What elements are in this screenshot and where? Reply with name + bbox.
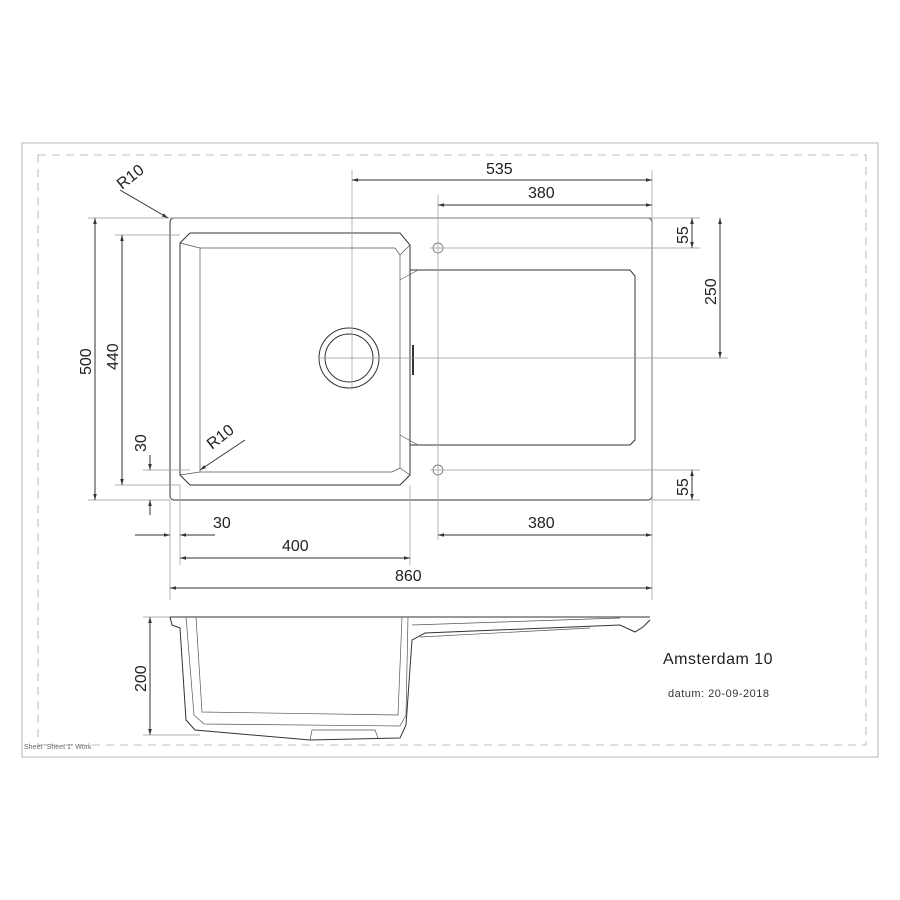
dim-380-top: 380 (528, 185, 555, 202)
sink-side-view (169, 616, 651, 741)
dimension-lines (93, 178, 722, 735)
dim-380-bottom: 380 (528, 515, 555, 532)
dim-440: 440 (105, 343, 122, 370)
dim-400: 400 (282, 538, 309, 555)
sheet-label: Sheet "Sheet 1" Work (24, 744, 92, 751)
inner-dashed-frame (37, 154, 867, 746)
drawing-date: datum: 20-09-2018 (668, 688, 770, 700)
dim-55-bottom: 55 (675, 478, 692, 496)
dim-200: 200 (133, 665, 150, 692)
dim-500: 500 (78, 348, 95, 375)
dim-30-left: 30 (133, 434, 150, 452)
dim-r10-outer: R10 (114, 162, 148, 194)
dim-55-top: 55 (675, 226, 692, 244)
dim-30-bottom: 30 (213, 515, 231, 532)
sink-top-view (169, 217, 653, 501)
dim-860: 860 (395, 568, 422, 585)
extension-lines (88, 170, 728, 736)
outer-frame (21, 142, 879, 758)
dim-250: 250 (703, 278, 720, 305)
drawing-title: Amsterdam 10 (663, 651, 774, 668)
dim-535: 535 (486, 161, 513, 178)
